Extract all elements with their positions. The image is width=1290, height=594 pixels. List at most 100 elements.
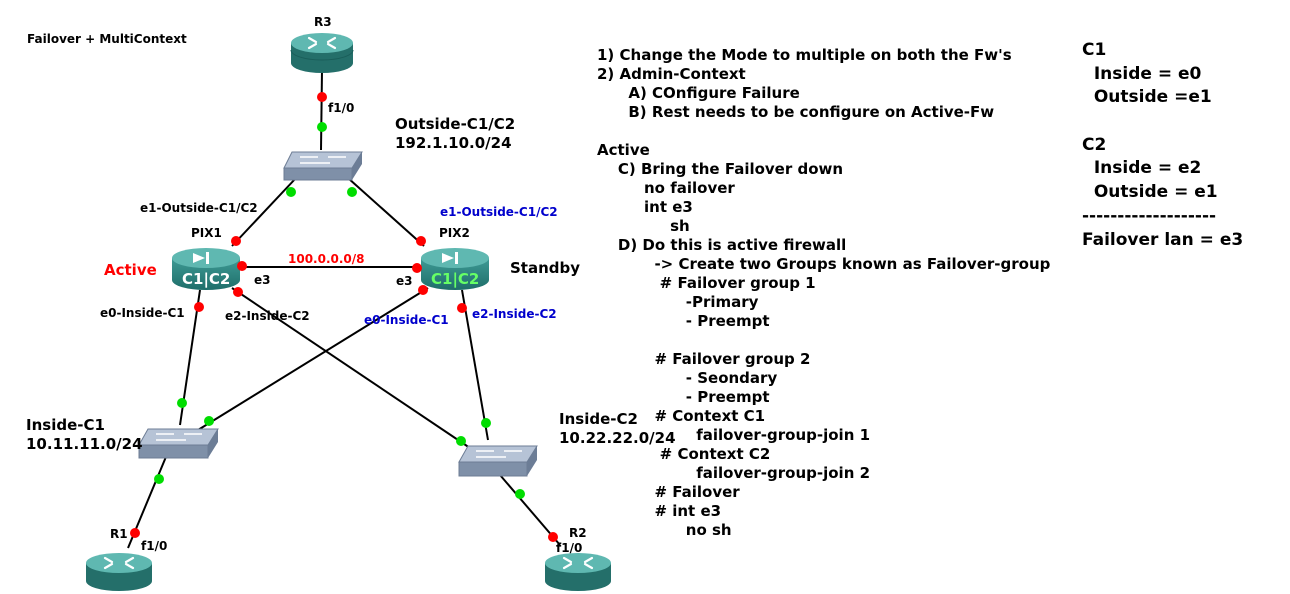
- pix1-outside-link-label: e1-Outside-C1/C2: [140, 201, 258, 215]
- summary-line: Outside =e1: [1082, 87, 1212, 108]
- link-pix2-inside-c1: [197, 287, 429, 431]
- failover-link-label: 100.0.0.0/8: [288, 252, 365, 266]
- step-line: B) Rest needs to be configure on Active-…: [597, 103, 995, 121]
- inside-c1-network-subnet: 10.11.11.0/24: [26, 435, 143, 453]
- port-r1-dot: [130, 528, 140, 538]
- config-steps: 1) Change the Mode to multiple on both t…: [597, 46, 1050, 540]
- step-line: C) Bring the Failover down: [597, 160, 844, 178]
- summary-line: [1082, 110, 1243, 134]
- step-line: D) Do this is active firewall: [597, 236, 847, 254]
- r1-port-label: f1/0: [141, 539, 168, 553]
- r2-port-label: f1/0: [556, 541, 583, 555]
- pix1-e3-label: e3: [254, 273, 271, 287]
- pix1-label: PIX1: [191, 226, 222, 240]
- step-line: sh: [597, 217, 690, 235]
- router-r1[interactable]: [86, 553, 152, 591]
- step-line: int e3: [597, 198, 693, 216]
- pix1-inside-c2-link-label: e2-Inside-C2: [225, 309, 310, 323]
- port-pix2-e3-dot: [412, 263, 422, 273]
- port-pix2-e2-dot: [457, 303, 467, 313]
- switch-inside-c2[interactable]: [458, 445, 538, 477]
- step-line: -> Create two Groups known as Failover-g…: [597, 255, 1051, 273]
- r3-label: R3: [314, 15, 332, 29]
- pix2-context-badge: C1|C2: [431, 270, 480, 288]
- outside-network-name: Outside-C1/C2: [395, 115, 516, 133]
- port-switch-c1-r1-dot: [154, 474, 164, 484]
- pix2-inside-c2-link-label: e2-Inside-C2: [472, 307, 557, 321]
- port-switch-pix2-dot: [347, 187, 357, 197]
- port-switch-pix1-dot: [286, 187, 296, 197]
- port-r3-down-dot: [317, 92, 327, 102]
- r2-label: R2: [569, 526, 587, 540]
- r1-label: R1: [110, 527, 128, 541]
- diagram-title: Failover + MultiContext: [27, 32, 187, 46]
- pix1-inside-c1-link-label: e0-Inside-C1: [100, 306, 185, 320]
- port-pix1-e0-dot: [194, 302, 204, 312]
- summary-line: C1: [1082, 40, 1107, 60]
- step-line: -Primary: [597, 293, 759, 311]
- summary-line: Inside = e0: [1082, 63, 1202, 84]
- inside-c1-network-name: Inside-C1: [26, 416, 105, 434]
- step-line: A) COnfigure Failure: [597, 84, 800, 102]
- firewall-pix1[interactable]: [172, 248, 240, 290]
- pix2-inside-c1-link-label: e0-Inside-C1: [364, 313, 449, 327]
- step-line: failover-group-join 2: [597, 464, 871, 482]
- pix2-e3-label: e3: [396, 274, 413, 288]
- link-outside-switch-pix2: [347, 177, 425, 247]
- step-line: 2) Admin-Context: [597, 65, 746, 83]
- router-r2[interactable]: [545, 553, 611, 591]
- port-pix1-e3-dot: [237, 261, 247, 271]
- port-pix2-outside-dot: [416, 236, 426, 246]
- summary-line: C2: [1082, 134, 1107, 155]
- step-line: # Failover group 1: [597, 274, 816, 292]
- port-switch-c1-pix2-dot: [204, 416, 214, 426]
- port-switch-c1-pix1-dot: [177, 398, 187, 408]
- step-line: - Preempt: [597, 388, 770, 406]
- step-line: no sh: [597, 521, 732, 539]
- step-line: Active: [597, 141, 650, 159]
- port-switch-c2-r2-dot: [515, 489, 525, 499]
- switch-outside[interactable]: [283, 151, 363, 181]
- step-line: # int e3: [597, 502, 722, 520]
- pix2-label: PIX2: [439, 226, 470, 240]
- active-role-label: Active: [104, 261, 157, 279]
- port-r2-dot: [548, 532, 558, 542]
- pix2-outside-link-label: e1-Outside-C1/C2: [440, 205, 558, 219]
- link-outside-switch-pix1: [231, 177, 297, 247]
- summary-line: Failover lan = e3: [1082, 229, 1244, 250]
- step-line: failover-group-join 1: [597, 426, 871, 444]
- pix1-context-badge: C1|C2: [182, 270, 231, 288]
- port-switch-c2-pix1-dot: [456, 436, 466, 446]
- step-line: # Context C1: [597, 407, 766, 425]
- firewall-pix2[interactable]: [421, 248, 489, 290]
- step-line: [597, 122, 1050, 141]
- link-r3-outside-switch: [320, 69, 323, 151]
- summary-line: Inside = e2: [1082, 158, 1202, 179]
- standby-role-label: Standby: [510, 259, 581, 277]
- step-line: [597, 331, 1050, 350]
- step-line: # Context C2: [597, 445, 771, 463]
- port-switch-c2-pix2-dot: [481, 418, 491, 428]
- port-r3-switch-dot: [317, 122, 327, 132]
- step-line: - Preempt: [597, 312, 770, 330]
- port-pix1-outside-dot: [231, 236, 241, 246]
- link-pix1-inside-c2: [231, 287, 471, 449]
- outside-network-subnet: 192.1.10.0/24: [395, 134, 512, 152]
- interface-summary: C1 Inside = e0 Outside =e1 C2 Inside = e…: [1082, 39, 1243, 252]
- r3-port-label: f1/0: [328, 101, 355, 115]
- step-line: - Seondary: [597, 369, 778, 387]
- summary-line: Outside = e1: [1082, 182, 1218, 203]
- router-r3[interactable]: [290, 33, 354, 73]
- inside-c2-network-name: Inside-C2: [559, 410, 638, 428]
- step-line: # Failover group 2: [597, 350, 811, 368]
- summary-line: -------------------: [1082, 205, 1217, 226]
- port-pix1-e2-dot: [233, 287, 243, 297]
- step-line: # Failover: [597, 483, 740, 501]
- inside-c2-network-subnet: 10.22.22.0/24: [559, 429, 676, 447]
- step-line: no failover: [597, 179, 735, 197]
- switch-inside-c1[interactable]: [138, 428, 219, 459]
- port-pix2-e0-dot: [418, 285, 428, 295]
- port-dots: [130, 92, 558, 542]
- step-line: 1) Change the Mode to multiple on both t…: [597, 46, 1012, 64]
